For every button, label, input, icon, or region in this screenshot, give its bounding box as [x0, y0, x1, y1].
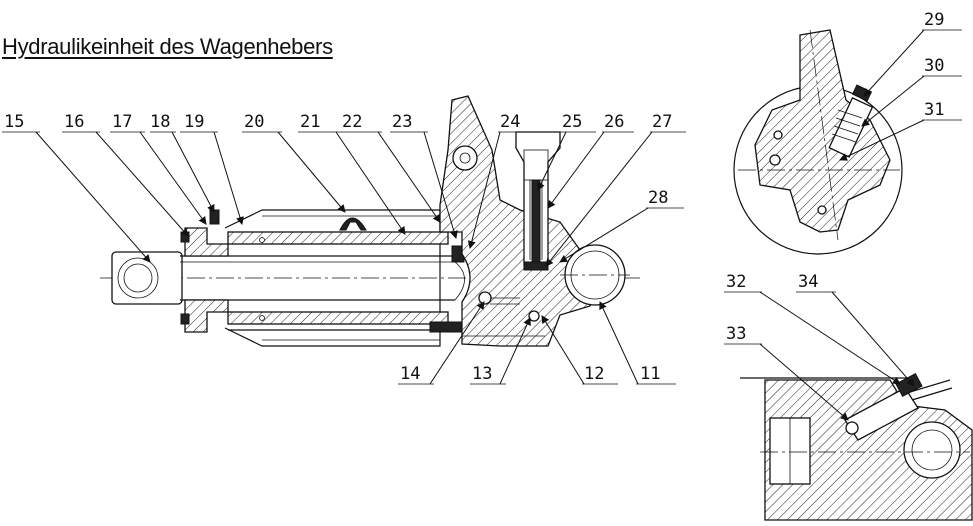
label-26: 26 — [604, 112, 624, 132]
label-34: 34 — [798, 272, 818, 292]
label-17: 17 — [112, 112, 132, 132]
label-32: 32 — [726, 272, 746, 292]
label-20: 20 — [244, 112, 264, 132]
outer-tube-part — [224, 209, 441, 347]
valve-detail-view — [733, 29, 903, 255]
label-31: 31 — [924, 100, 944, 120]
label-21: 21 — [300, 112, 320, 132]
label-25: 25 — [562, 112, 582, 132]
pump-plunger-part — [515, 131, 561, 271]
label-30: 30 — [924, 56, 944, 76]
part-labels: 15 16 17 18 19 20 21 22 23 24 25 26 27 2… — [4, 10, 944, 384]
lever-eye-part — [560, 244, 630, 306]
label-29: 29 — [924, 10, 944, 30]
label-22: 22 — [342, 112, 362, 132]
label-12: 12 — [584, 364, 604, 384]
label-18: 18 — [150, 112, 170, 132]
label-11: 11 — [640, 364, 660, 384]
label-13: 13 — [472, 364, 492, 384]
label-23: 23 — [392, 112, 412, 132]
relief-valve-detail-view — [740, 372, 973, 521]
piston-seal-part — [429, 245, 465, 333]
rod-eye-part — [111, 251, 183, 305]
label-14: 14 — [400, 364, 420, 384]
label-24: 24 — [500, 112, 520, 132]
label-16: 16 — [64, 112, 84, 132]
label-33: 33 — [726, 324, 746, 344]
gland-nut-part — [180, 209, 229, 333]
pump-body-part — [439, 95, 601, 347]
breather-cap-part — [339, 217, 367, 231]
label-19: 19 — [184, 112, 204, 132]
label-27: 27 — [652, 112, 672, 132]
leader-lines — [2, 29, 962, 421]
main-cylinder-assembly — [100, 95, 640, 347]
label-15: 15 — [4, 112, 24, 132]
inner-cylinder-part — [227, 231, 449, 331]
diagram-title: Hydraulikeinheit des Wagenhebers — [2, 34, 333, 59]
label-28: 28 — [648, 188, 668, 208]
